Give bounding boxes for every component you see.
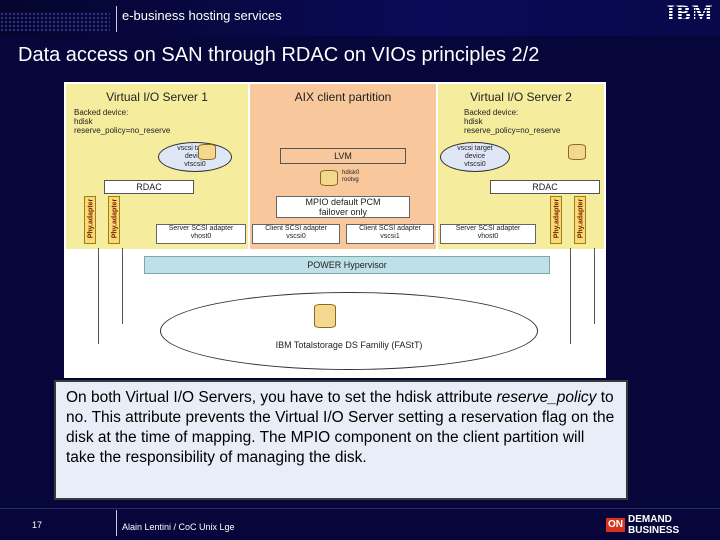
vios2-phys-adapter-2: Phy.adapter [574,196,586,244]
footer-author: Alain Lentini / CoC Unix Lge [122,522,235,532]
vios2-target-device: vscsi target device vtscsi0 [440,142,510,172]
connector-line [122,248,123,324]
vios2-backed-device: Backed device: hdisk reserve_policy=no_r… [464,108,561,135]
storage-disk-icon [314,304,336,328]
architecture-diagram: Virtual I/O Server 1 Backed device: hdis… [64,82,606,378]
note-text-2: to no. This attribute prevents the Virtu… [66,389,615,466]
ibm-logo-text: IBM [666,0,714,25]
vios2-phys-adapter-1: Phy.adapter [550,196,562,244]
note-text-1: On both Virtual I/O Servers, you have to… [66,389,497,406]
aix-mpio-pcm: MPIO default PCM failover only [276,196,410,218]
slide-title: Data access on SAN through RDAC on VIOs … [18,44,540,66]
on-badge: ON [606,518,625,532]
demand-business-text: DEMAND BUSINESS [628,514,680,536]
aix-lvm: LVM [280,148,406,164]
vios1-panel: Virtual I/O Server 1 Backed device: hdis… [66,84,248,249]
page-number: 17 [32,520,43,530]
vios1-target-device: vscsi target device vtscsi0 [158,142,232,172]
connector-line [594,248,595,324]
ibm-logo: IBM [666,2,714,24]
vios1-title: Virtual I/O Server 1 [106,90,208,104]
vios1-backed-device: Backed device: hdisk reserve_policy=no_r… [74,108,171,135]
header-divider [116,6,117,32]
footer-divider [0,508,720,509]
vios1-server-scsi-adapter: Server SCSI adapter vhost0 [156,224,246,244]
storage-subsystem [160,292,538,370]
vios1-disk-icon [198,144,216,160]
vios1-phys-adapter-1: Phy.adapter [84,196,96,244]
header-bar: e-business hosting services IBM [0,0,720,36]
aix-hdisk-label: hdisk0 rootvg [342,170,360,183]
on-demand-business-logo: ON DEMAND BUSINESS [606,514,720,536]
connector-line [570,248,571,344]
note-attribute-name: reserve_policy [496,389,597,406]
vios2-rdac: RDAC [490,180,600,194]
footer-vertical-divider [116,510,117,536]
aix-title: AIX client partition [294,90,392,104]
header-title: e-business hosting services [122,8,282,23]
vios1-phys-adapter-2: Phy.adapter [108,196,120,244]
storage-label: IBM Totalstorage DS Familiy (FAStT) [275,340,423,350]
aix-hdisk-icon [320,170,338,186]
vios2-disk-icon [568,144,586,160]
vios2-panel: Virtual I/O Server 2 Backed device: hdis… [438,84,604,249]
vios2-server-scsi-adapter: Server SCSI adapter vhost0 [440,224,536,244]
explanation-note: On both Virtual I/O Servers, you have to… [54,380,628,500]
header-pattern [0,12,110,32]
aix-panel: AIX client partition LVM hdisk0 rootvg M… [250,84,436,249]
vios1-rdac: RDAC [104,180,194,194]
connector-line [98,248,99,344]
aix-client-scsi-adapter-1: Client SCSI adapter vscsi1 [346,224,434,244]
aix-client-scsi-adapter-0: Client SCSI adapter vscsi0 [252,224,340,244]
vios2-title: Virtual I/O Server 2 [470,90,572,104]
power-hypervisor: POWER Hypervisor [144,256,550,274]
